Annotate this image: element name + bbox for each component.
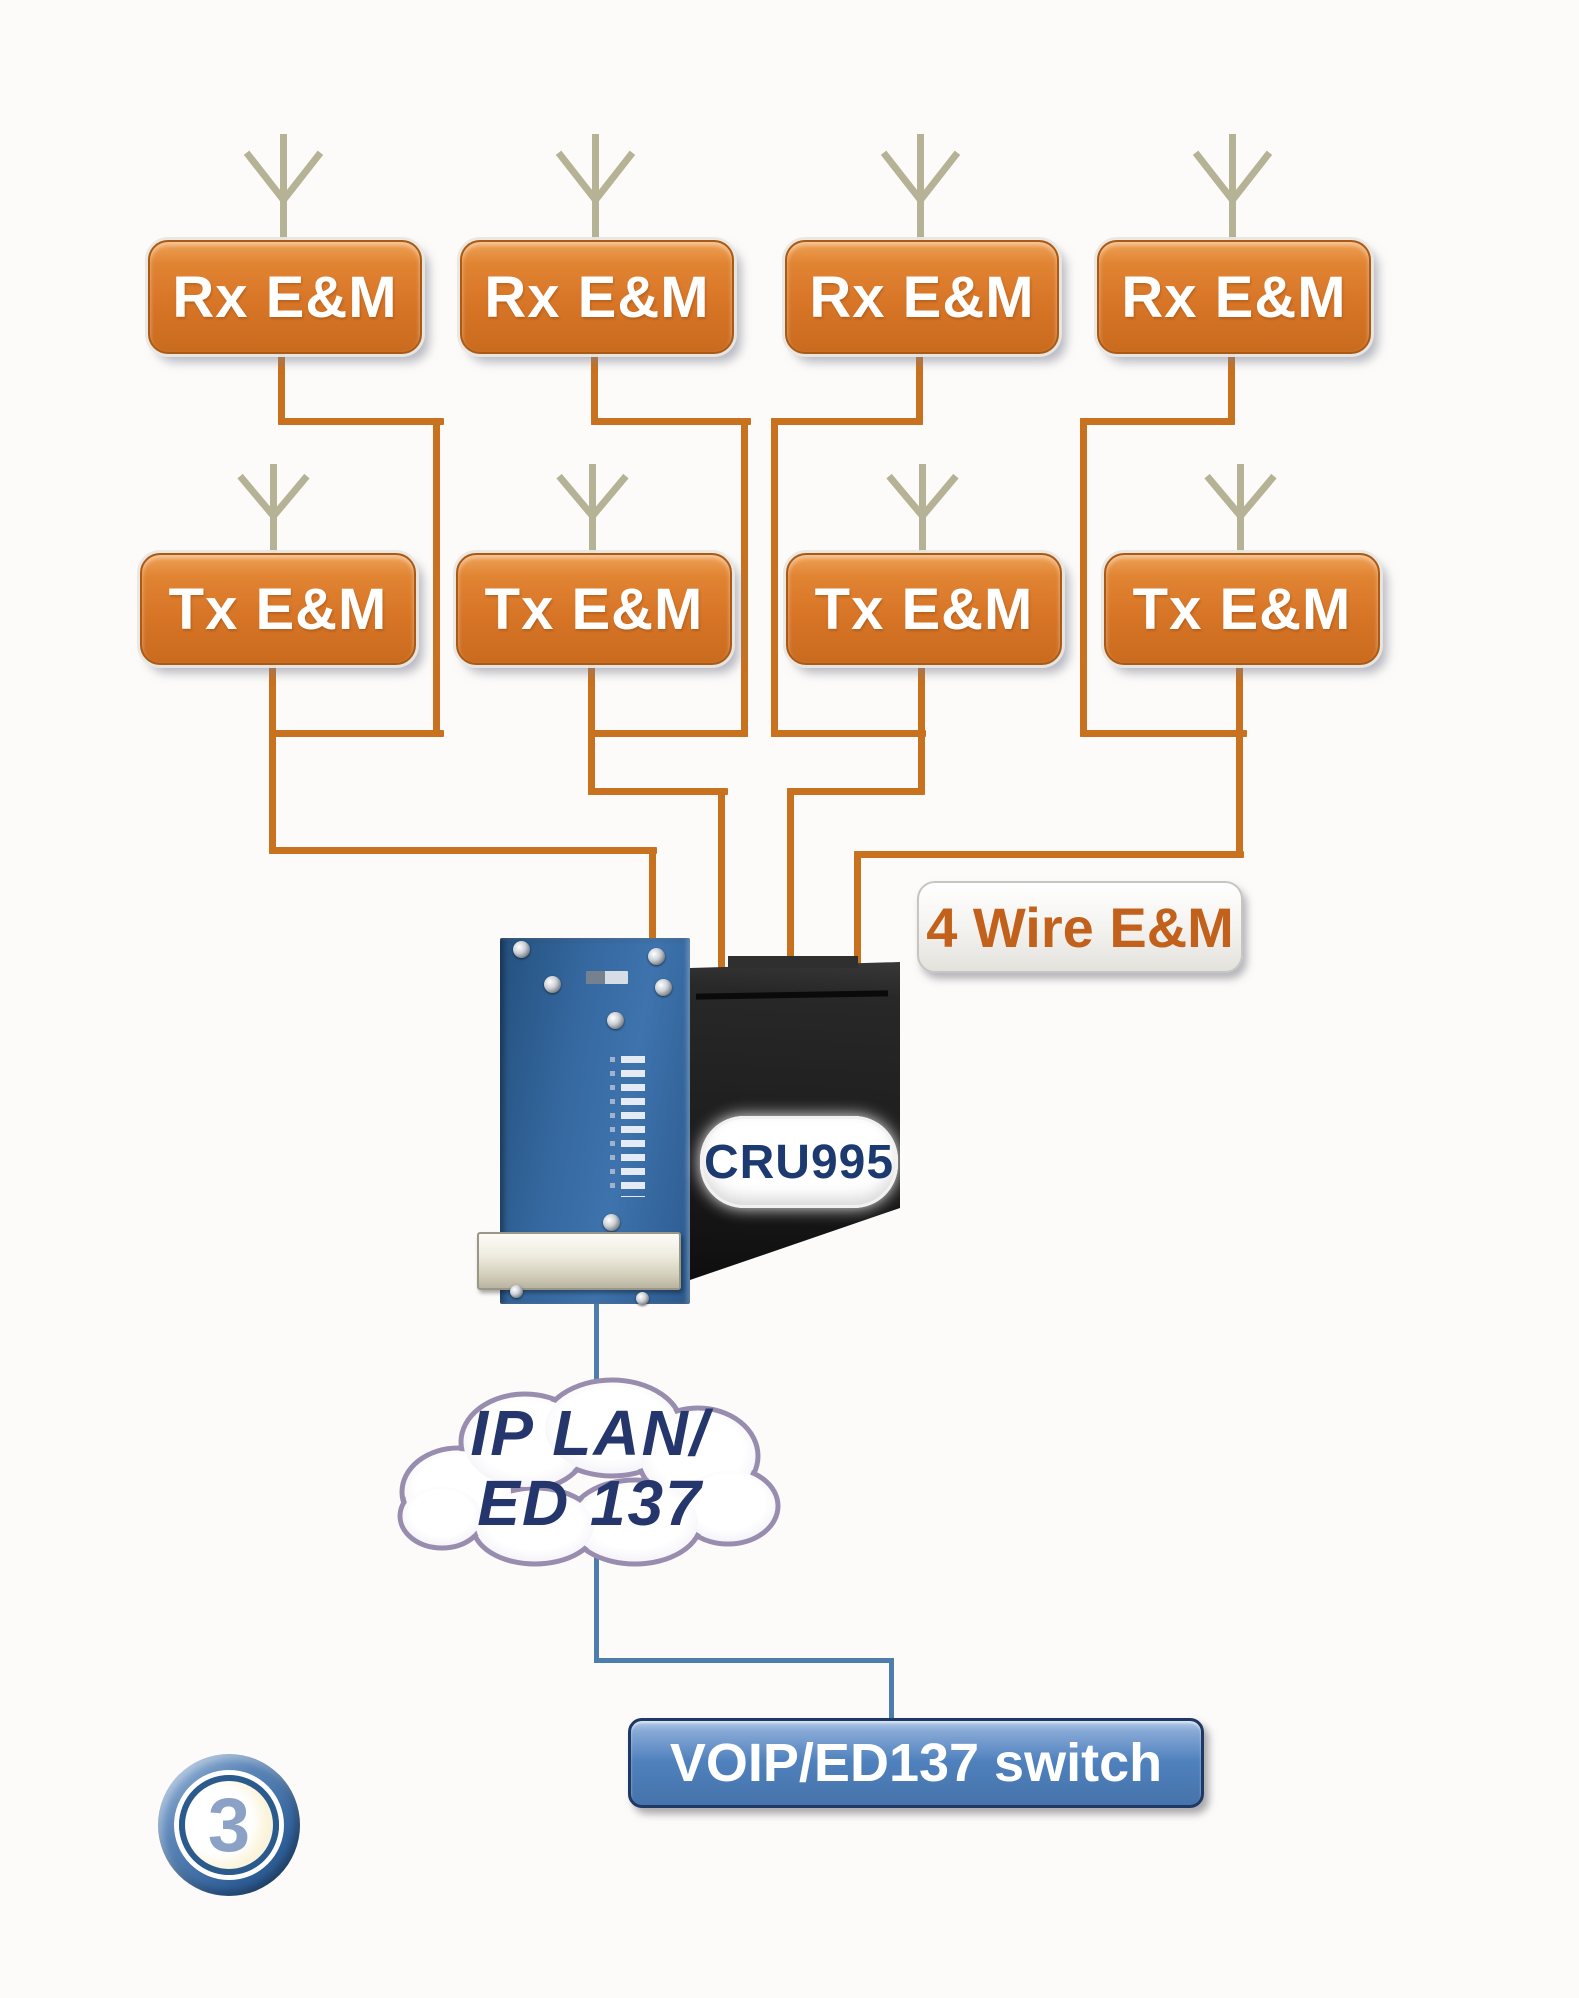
tx-eam-box-4: Tx E&M [1104, 553, 1380, 665]
cloud-label-line2: ED 137 [477, 1467, 703, 1540]
device-name-text: CRU995 [703, 1135, 895, 1189]
wire-ch3 [918, 655, 925, 795]
device-chassis-tab [728, 956, 858, 968]
wire-ch4 [854, 851, 1244, 858]
wire-ch2 [718, 788, 725, 970]
rx-eam-label: Rx E&M [1121, 264, 1347, 330]
panel-connector-bar [477, 1232, 681, 1290]
tx-eam-label: Tx E&M [168, 576, 388, 642]
ip-link-line [594, 1550, 599, 1662]
four-wire-eam-text: 4 Wire E&M [926, 895, 1234, 959]
rx-eam-box-2: Rx E&M [460, 240, 734, 354]
tx-eam-box-1: Tx E&M [140, 553, 416, 665]
wire-ch3 [787, 788, 794, 970]
step-badge: 3 [158, 1754, 300, 1896]
screw-icon [513, 941, 530, 958]
wire-ch3 [771, 418, 923, 425]
panel-led-dots [610, 1057, 615, 1197]
wire-ch2 [591, 350, 598, 425]
wire-ch4 [854, 851, 861, 968]
wire-ch2 [591, 418, 751, 425]
screw-icon [636, 1292, 649, 1305]
device-name-label: CRU995 [700, 1116, 898, 1208]
wire-ch4 [1236, 655, 1243, 858]
wire-ch4 [1080, 418, 1235, 425]
wire-ch1 [269, 655, 276, 854]
ip-link-line [594, 1658, 894, 1663]
network-cloud-icon [397, 1377, 781, 1567]
four-wire-eam-label: 4 Wire E&M [917, 881, 1243, 973]
voip-ed137-switch-text: VOIP/ED137 switch [669, 1733, 1163, 1793]
wire-ch1 [433, 418, 440, 737]
screw-icon [607, 1012, 624, 1029]
rx-eam-box-4: Rx E&M [1097, 240, 1371, 354]
rx-eam-label: Rx E&M [172, 264, 398, 330]
cloud-label-line1: IP LAN/ [470, 1397, 710, 1469]
wire-ch2 [588, 788, 728, 795]
antenna-icon [535, 134, 655, 241]
wire-ch1 [278, 350, 285, 425]
antenna-icon [223, 134, 343, 241]
wire-ch4 [1080, 730, 1247, 737]
wire-ch1 [269, 730, 444, 737]
antenna-icon [532, 464, 652, 554]
antenna-icon [860, 134, 980, 241]
voip-ed137-switch-box: VOIP/ED137 switch [628, 1718, 1204, 1808]
step-badge-number: 3 [207, 1782, 251, 1868]
wire-ch1 [278, 418, 444, 425]
ip-link-line [594, 1302, 599, 1390]
antenna-icon [862, 464, 982, 554]
wire-ch2 [741, 418, 748, 737]
tx-eam-label: Tx E&M [814, 576, 1034, 642]
panel-led-labels [621, 1056, 645, 1197]
rx-eam-label: Rx E&M [809, 264, 1035, 330]
wire-ch3 [787, 788, 925, 795]
rx-eam-box-3: Rx E&M [785, 240, 1059, 354]
screw-icon [510, 1285, 523, 1298]
wire-ch1 [649, 847, 656, 949]
rx-eam-box-1: Rx E&M [148, 240, 422, 354]
antenna-icon [213, 464, 333, 554]
antenna-icon [1180, 464, 1300, 554]
wire-ch4 [1228, 350, 1235, 425]
tx-eam-label: Tx E&M [1132, 576, 1352, 642]
wire-ch2 [588, 655, 595, 795]
screw-icon [544, 976, 561, 993]
wire-ch3 [771, 730, 926, 737]
wire-ch3 [771, 418, 778, 737]
step-badge-center: 3 [179, 1775, 279, 1875]
screw-icon [603, 1214, 620, 1231]
wire-ch2 [588, 730, 748, 737]
screw-icon [655, 979, 672, 996]
wire-ch1 [269, 847, 657, 854]
tx-eam-box-3: Tx E&M [786, 553, 1062, 665]
screw-icon [648, 948, 665, 965]
wire-ch4 [1080, 418, 1087, 737]
tx-eam-box-2: Tx E&M [456, 553, 732, 665]
panel-id-chip [586, 971, 628, 984]
tx-eam-label: Tx E&M [484, 576, 704, 642]
wire-ch3 [916, 350, 923, 425]
rx-eam-label: Rx E&M [484, 264, 710, 330]
antenna-icon [1172, 134, 1292, 241]
cloud-label: IP LAN/ ED 137 [408, 1398, 772, 1539]
ip-link-line [889, 1658, 894, 1722]
